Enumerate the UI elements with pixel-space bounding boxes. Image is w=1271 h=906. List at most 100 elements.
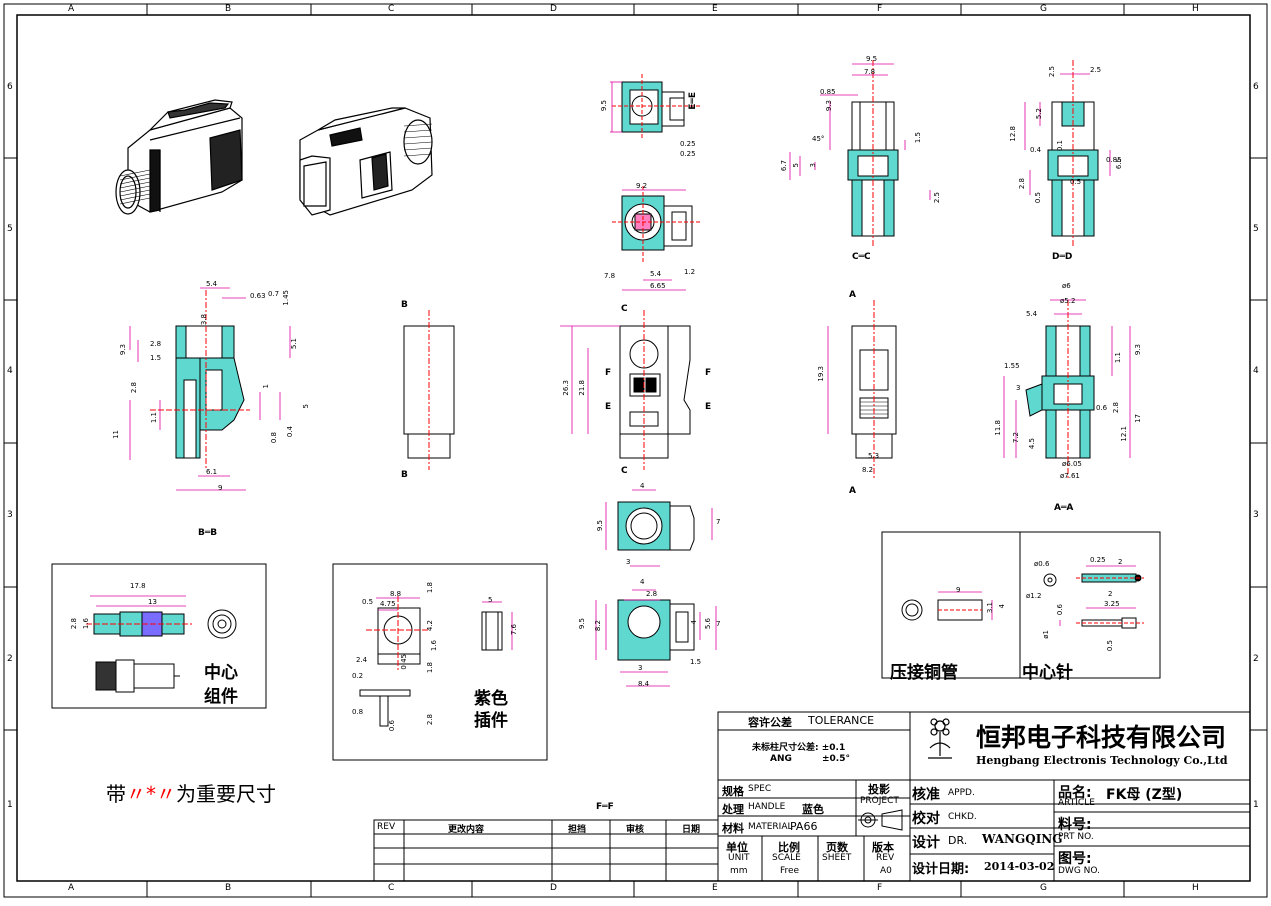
dim-dd-1: 2.5	[1090, 66, 1102, 74]
unit-cn: 单位	[726, 841, 748, 854]
dim-aa-5: 1.1	[1114, 352, 1122, 364]
dim-pi-2: 4.75	[380, 600, 396, 608]
section-mark-c-top: C	[621, 304, 628, 314]
dim-bb-13: 5	[302, 404, 310, 409]
dim-bot2-7: 7	[716, 620, 721, 628]
rev-header-rev: REV	[377, 822, 396, 832]
dim-bb-9: 5.1	[290, 338, 298, 350]
section-mark-e-left: E	[605, 402, 612, 412]
check-en: CHKD.	[948, 812, 977, 822]
zone-col-f: F	[877, 4, 883, 14]
section-cc	[789, 60, 931, 248]
dim-top-4: 6.65	[650, 282, 666, 290]
zone-col-g: G	[1040, 4, 1047, 14]
rev-header-review: 审核	[626, 825, 645, 835]
dim-front-4: 5.3	[868, 452, 880, 460]
scale-val: Free	[780, 866, 800, 876]
dim-top-right-1: 0.25	[680, 140, 696, 148]
section-mark-a-bottom: A	[849, 486, 856, 496]
dim-ca-3: 2.8	[70, 618, 78, 630]
section-mark-a-top: A	[849, 290, 856, 300]
dim-bot2-3: 9.5	[578, 618, 586, 630]
rev-header-content: 更改内容	[448, 825, 485, 835]
bottom-view-1	[605, 489, 713, 567]
note-prefix: 带	[106, 782, 126, 806]
section-mark-c-bottom: C	[621, 466, 628, 476]
zone-col-e: E	[712, 4, 718, 14]
dim-dd-10: 0.1	[1056, 140, 1064, 152]
dim-pi-10: 0.2	[352, 672, 364, 680]
dim-bot2-5: 4	[690, 620, 698, 625]
dim-pin-9: ø1	[1042, 630, 1050, 639]
section-mark-b-top: B	[401, 300, 408, 310]
view-label-ff: F═F	[596, 802, 614, 812]
dim-pi-15: 7.6	[510, 624, 518, 636]
section-mark-f-right: F	[705, 368, 712, 378]
section-mark-b-bottom: B	[401, 470, 408, 480]
important-dim-note: 带〃*〃为重要尺寸	[106, 778, 276, 807]
dim-pi-13: 2.8	[426, 714, 434, 726]
zone-col-e-bottom: E	[712, 883, 718, 893]
dim-pin-7: 0.6	[1056, 604, 1064, 616]
side-view-a	[827, 300, 897, 478]
purple-insert-box	[332, 563, 548, 761]
check-cn: 校对	[912, 811, 940, 827]
dim-ca-1: 17.8	[130, 582, 146, 590]
dim-bot2-8: 1.5	[690, 658, 702, 666]
dim-pi-9: 1.8	[426, 662, 434, 674]
ferrule-label: 压接铜管	[890, 663, 958, 683]
dim-bb-2: 0.63	[250, 292, 266, 300]
dim-bb-15: 0.8	[270, 432, 278, 444]
dim-bb-4: 1.45	[282, 290, 290, 306]
projection-symbol	[858, 809, 903, 831]
dim-pi-5: 4.2	[426, 620, 434, 632]
dim-pin-4: ø1.2	[1026, 592, 1042, 600]
sheet-cn: 页数	[826, 841, 848, 854]
company-name-cn: 恒邦电子科技有限公司	[976, 723, 1227, 752]
dim-pi-1: 8.8	[390, 590, 402, 598]
dim-dd-5: 0.4	[1030, 146, 1042, 154]
title-block-grid	[373, 711, 1251, 882]
view-label-dd: D═D	[1052, 252, 1073, 262]
zone-row-2: 2	[7, 654, 13, 664]
pin-drawing	[1043, 565, 1144, 629]
dim-cc-6: 6.7	[780, 160, 788, 172]
dim-bot2-10: 8.4	[638, 680, 650, 688]
dim-bb-18: 9	[218, 484, 223, 492]
dim-aa-3: 5.4	[1026, 310, 1038, 318]
section-dd	[1024, 60, 1111, 248]
approve-cn: 核准	[912, 787, 940, 803]
tolerance-cn: 容许公差	[748, 716, 792, 729]
dim-aa-12: 7.2	[1012, 432, 1020, 444]
approve-en: APPD.	[948, 788, 975, 798]
sheet-en: SHEET	[822, 853, 852, 863]
dim-dd-6: 2.8	[1018, 178, 1026, 190]
section-mark-f-left: F	[605, 368, 612, 378]
rev-cn: 版本	[872, 841, 894, 854]
iso-view-2	[299, 107, 433, 216]
dim-aa-16: ø7.61	[1060, 472, 1080, 480]
dim-fe-1: 9	[956, 586, 961, 594]
projection-en: PROJECT	[860, 796, 899, 806]
dim-pin-8: 0.5	[1106, 640, 1114, 652]
company-logo	[928, 718, 952, 759]
zone-col-g-bottom: G	[1040, 883, 1047, 893]
dim-dd-7: 0.5	[1034, 192, 1042, 204]
dim-aa-14: 12.1	[1120, 426, 1128, 442]
dim-pi-11: 0.8	[352, 708, 364, 716]
handle-cn: 处理	[722, 803, 744, 816]
design-date-value: 2014-03-02	[984, 860, 1055, 873]
purple-insert-label-2: 插件	[474, 711, 508, 731]
zone-col-c: C	[388, 4, 395, 14]
unit-val: mm	[730, 866, 748, 876]
dim-aa-8: 0.6	[1096, 404, 1108, 412]
purple-insert-label-1: 紫色	[474, 689, 508, 709]
note-suffix: 为重要尺寸	[176, 782, 276, 806]
zone-col-d-bottom: D	[550, 883, 557, 893]
rev-en: REV	[876, 853, 895, 863]
view-label-bb: B═B	[198, 528, 218, 538]
view-label-aa: A═A	[1054, 503, 1074, 513]
dim-top-6: 7.8	[604, 272, 616, 280]
dim-bb-14: 11	[112, 430, 120, 439]
